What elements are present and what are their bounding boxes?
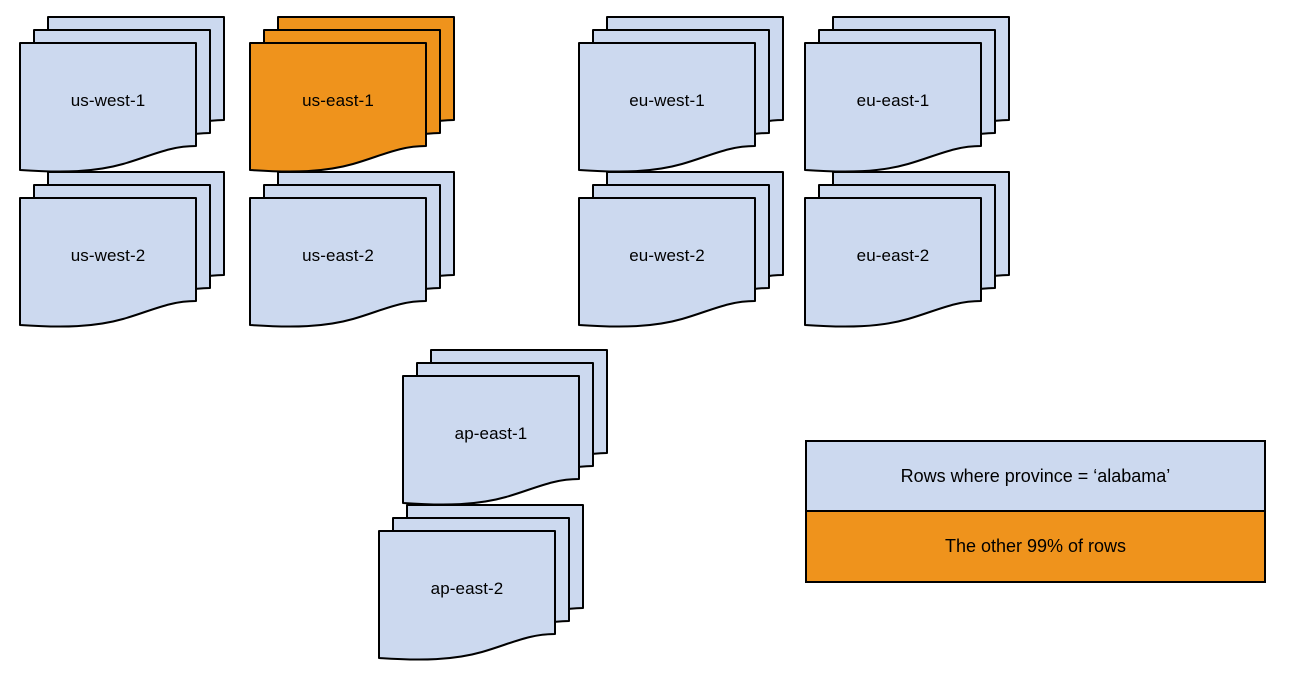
document-sheet-front xyxy=(578,42,756,173)
region-stack-us-east-1[interactable]: us-east-1 xyxy=(249,16,455,173)
legend-label-blue: Rows where province = ‘alabama’ xyxy=(900,465,1171,486)
region-stack-eu-east-1[interactable]: eu-east-1 xyxy=(804,16,1010,173)
document-sheet-front xyxy=(804,42,982,173)
document-sheet-front xyxy=(402,375,580,506)
region-stack-us-east-2[interactable]: us-east-2 xyxy=(249,171,455,328)
document-sheet-front xyxy=(578,197,756,328)
legend-row-orange: The other 99% of rows xyxy=(807,511,1264,581)
region-stack-us-west-2[interactable]: us-west-2 xyxy=(19,171,225,328)
document-sheet-front xyxy=(19,42,197,173)
legend: Rows where province = ‘alabama’ The othe… xyxy=(805,440,1266,583)
document-sheet-front xyxy=(804,197,982,328)
document-sheet-front xyxy=(249,197,427,328)
legend-label-orange: The other 99% of rows xyxy=(944,536,1127,557)
region-stack-eu-west-2[interactable]: eu-west-2 xyxy=(578,171,784,328)
region-stack-eu-east-2[interactable]: eu-east-2 xyxy=(804,171,1010,328)
legend-row-blue: Rows where province = ‘alabama’ xyxy=(807,442,1264,512)
region-stack-us-west-1[interactable]: us-west-1 xyxy=(19,16,225,173)
region-stack-eu-west-1[interactable]: eu-west-1 xyxy=(578,16,784,173)
document-sheet-front xyxy=(19,197,197,328)
region-stack-ap-east-1[interactable]: ap-east-1 xyxy=(402,349,608,506)
document-sheet-front xyxy=(378,530,556,661)
document-sheet-front xyxy=(249,42,427,173)
region-stack-ap-east-2[interactable]: ap-east-2 xyxy=(378,504,584,661)
